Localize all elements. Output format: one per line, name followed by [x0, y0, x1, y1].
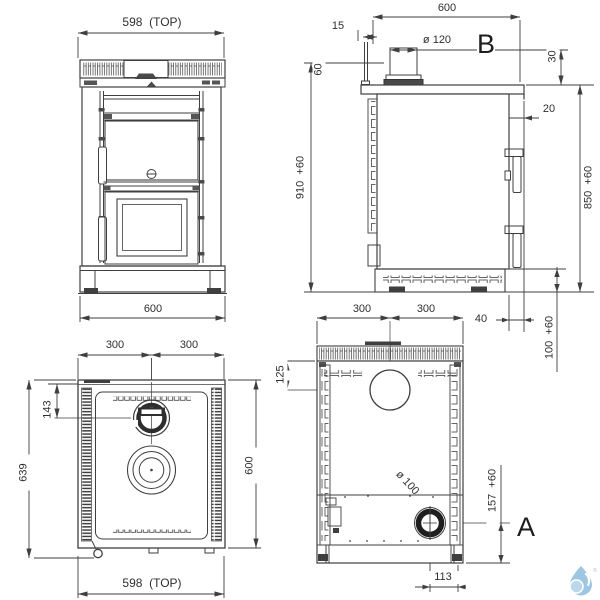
- dim-side-flue-offset: 60: [312, 52, 326, 87]
- top-plate: [360, 84, 525, 95]
- hinge-upper: [98, 146, 107, 185]
- dim-side-flue-diameter: ø 120: [411, 34, 463, 47]
- rear-box: [367, 244, 381, 267]
- front-stove-body: [78, 59, 227, 294]
- front-dim-lines: [77, 30, 226, 322]
- vent-strip-right: [211, 387, 222, 542]
- side-stove-body: [360, 42, 525, 293]
- oven-door: [104, 191, 199, 265]
- back-stove-body: [316, 341, 464, 564]
- dim-back-outlet-height: 157 +60: [486, 455, 500, 526]
- side-dim-lines: [304, 14, 594, 372]
- dim-top-width-bottom: 598 (TOP): [95, 577, 209, 590]
- dim-front-width-bottom: 600: [130, 303, 176, 316]
- base-plinth: [79, 265, 226, 293]
- dim-top-half-left: 300: [97, 339, 133, 352]
- dim-back-half-left: 300: [344, 303, 380, 316]
- dim-back-outlet-center-offset: 113: [426, 571, 460, 584]
- dim-side-height-total: 910 +60: [294, 137, 308, 218]
- side-view: 600 15 ø 120 B 30 60 20 910 +60 850 +60 …: [280, 0, 600, 400]
- dim-top-depth-overall: 639: [17, 454, 31, 491]
- caster-wheel: [93, 548, 103, 559]
- dim-front-width-top: 598 (TOP): [95, 16, 209, 29]
- dim-side-depth: 600: [426, 2, 468, 15]
- dim-top-half-right: 300: [171, 339, 207, 352]
- dim-side-height-body: 850 +60: [582, 147, 596, 228]
- flue-collar: [389, 47, 418, 76]
- oven-window: [116, 198, 188, 257]
- dim-top-flue-center-offset: 143: [41, 391, 55, 428]
- top-plate-drawing: [48, 379, 226, 559]
- dim-top-depth: 600: [243, 447, 257, 484]
- dim-back-half-right: 300: [408, 303, 444, 316]
- flue-opening: [132, 399, 171, 437]
- dim-side-base-height: 100 +60: [543, 300, 557, 375]
- brand-logo: ®: [566, 564, 598, 598]
- rear-flue-hole: [369, 369, 411, 411]
- back-view-drawing: [278, 315, 510, 592]
- rear-channel: [367, 98, 378, 234]
- dim-side-base-inset: 40: [466, 313, 496, 326]
- cooking-rings: [126, 445, 177, 495]
- dim-side-rear-gap: 15: [324, 20, 352, 33]
- top-view: 300 300 143 639 600 598 (TOP): [0, 330, 270, 600]
- back-view: 300 300 125 ø 100 157 +60 A 113: [270, 295, 600, 600]
- section-label-a: A: [517, 512, 536, 542]
- dim-side-collar-height: 30: [546, 39, 560, 74]
- section-label-b: B: [477, 29, 496, 59]
- front-view-drawing: [77, 30, 227, 322]
- vent-strip-left: [81, 387, 92, 542]
- base-plinth-side: [374, 268, 506, 293]
- dim-back-flue-offset: 125: [274, 358, 288, 391]
- dim-side-top-overhang: 20: [534, 103, 564, 116]
- side-view-drawing: [304, 14, 594, 372]
- top-view-drawing: [26, 352, 261, 598]
- front-view: 598 (TOP) 600: [0, 0, 270, 330]
- water-drop-icon: ®: [569, 566, 597, 596]
- svg-text:®: ®: [593, 567, 597, 574]
